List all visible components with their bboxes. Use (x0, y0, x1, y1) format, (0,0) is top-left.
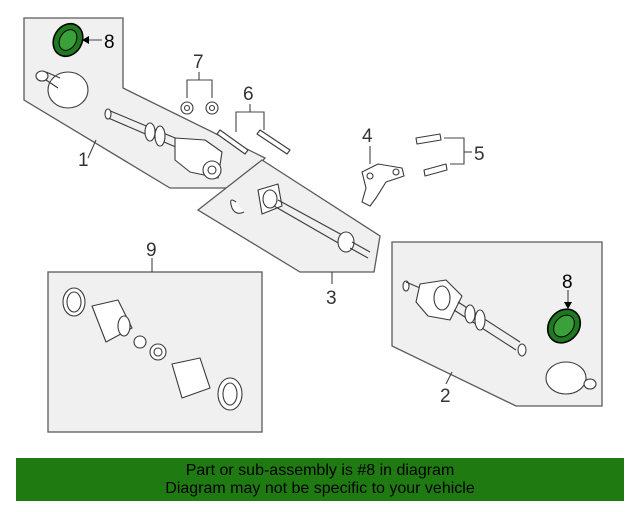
part-5-bolts (415, 133, 448, 177)
axle-assembly-2-drawing (402, 279, 597, 395)
callout-8-right: 8 (562, 272, 573, 293)
callout-8-left: 8 (104, 32, 115, 53)
callout-6: 6 (243, 84, 254, 105)
part-6-bolts (216, 129, 291, 155)
banner-line-1: Part or sub-assembly is #8 in diagram (185, 462, 455, 479)
callout-2-leader (445, 371, 453, 385)
boot-kit-drawing (62, 287, 243, 411)
part-7-nuts (180, 101, 219, 115)
callout-1-leader (87, 139, 97, 159)
intermediate-shaft-drawing (230, 183, 371, 259)
panel-intermediate-shaft-3 (196, 159, 381, 273)
arrow-head-left (82, 36, 89, 44)
callout-9: 9 (146, 240, 157, 261)
callout-5: 5 (474, 144, 485, 165)
part-8-seal-highlight-left (52, 22, 84, 58)
part-notice-banner: Part or sub-assembly is #8 in diagram Di… (16, 458, 624, 501)
callout-2: 2 (440, 386, 451, 407)
callout-7-leader (186, 79, 213, 98)
banner-line-2: Diagram may not be specific to your vehi… (165, 480, 475, 497)
callout-6-leader (235, 111, 265, 132)
arrow-head-right (564, 302, 572, 309)
part-4-bracket (361, 163, 405, 207)
callout-3: 3 (326, 288, 337, 309)
callout-4: 4 (362, 126, 373, 147)
part-8-seal-highlight-right (546, 308, 582, 344)
callout-5-leader (444, 137, 465, 165)
callout-1: 1 (78, 150, 89, 171)
callout-7: 7 (193, 52, 204, 73)
axle-assembly-1-drawing (35, 70, 223, 180)
